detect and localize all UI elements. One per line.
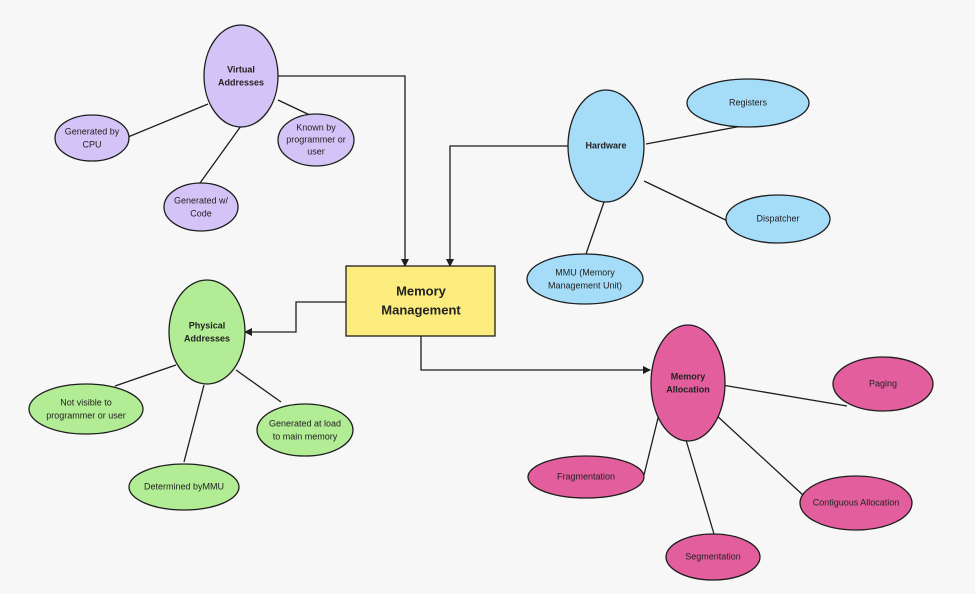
known-by-programmer-ellipse[interactable]: [277, 113, 355, 167]
determined-by-mmu-node[interactable]: Determined byMMU: [128, 463, 240, 511]
physical-addresses-title-line1: Physical: [189, 320, 226, 330]
generated-by-cpu-line2: CPU: [82, 139, 101, 149]
not-visible-line2: programmer or user: [46, 410, 126, 420]
generated-at-load-line2: to main memory: [273, 431, 338, 441]
connector-allocation-contiguous: [714, 413, 805, 497]
center-title-line1: Memory: [396, 283, 447, 298]
mmu-line2: Management Unit): [548, 280, 622, 290]
mmu-ellipse[interactable]: [526, 253, 644, 305]
connector-hardware-dispatcher: [643, 180, 735, 225]
generated-with-code-line1: Generated w/: [174, 195, 229, 205]
connector-hardware-registers: [645, 125, 743, 145]
contiguous-allocation-ellipse[interactable]: [799, 475, 913, 531]
not-visible-line1: Not visible to: [60, 397, 112, 407]
connector-physical-load: [235, 369, 282, 403]
segmentation-label: Segmentation: [685, 551, 741, 561]
generated-by-cpu-ellipse[interactable]: [54, 114, 130, 162]
fragmentation-ellipse[interactable]: [527, 455, 645, 499]
connector-virtual-code: [199, 125, 242, 184]
memory-allocation-ellipse[interactable]: [650, 324, 726, 442]
connector-virtual-cpu: [127, 103, 209, 138]
dispatcher-node[interactable]: Dispatcher: [725, 194, 831, 244]
memory-allocation-node[interactable]: Memory Allocation: [650, 324, 726, 442]
determined-by-mmu-label: Determined byMMU: [144, 481, 224, 491]
fragmentation-label: Fragmentation: [557, 471, 615, 481]
generated-with-code-ellipse[interactable]: [163, 182, 239, 232]
virtual-addresses-title-line2: Addresses: [218, 77, 264, 87]
virtual-addresses-node[interactable]: Virtual Addresses: [203, 24, 279, 128]
connector-allocation-segmentation: [685, 439, 715, 535]
connector-hardware-mmu: [585, 201, 605, 255]
generated-at-load-line1: Generated at load: [269, 418, 341, 428]
generated-at-load-ellipse[interactable]: [256, 403, 354, 457]
virtual-addresses-title-line1: Virtual: [227, 64, 255, 74]
hardware-ellipse[interactable]: [567, 89, 645, 203]
connector-physical-notvisible: [114, 364, 177, 387]
determined-by-mmu-ellipse[interactable]: [128, 463, 240, 511]
physical-addresses-node[interactable]: Physical Addresses: [168, 279, 246, 385]
registers-label: Registers: [729, 97, 768, 107]
not-visible-node[interactable]: Not visible to programmer or user: [28, 383, 144, 435]
registers-node[interactable]: Registers: [686, 78, 810, 128]
generated-with-code-line2: Code: [190, 208, 212, 218]
known-by-programmer-line1: Known by: [296, 122, 336, 132]
center-node[interactable]: Memory Management: [345, 265, 496, 337]
known-by-programmer-line3: user: [307, 146, 325, 156]
memory-allocation-group: Memory Allocation Paging Fragmentation C…: [527, 324, 934, 581]
known-by-programmer-line2: programmer or: [286, 134, 346, 144]
not-visible-ellipse[interactable]: [28, 383, 144, 435]
mmu-node[interactable]: MMU (Memory Management Unit): [526, 253, 644, 305]
connector-center-to-physical: [244, 301, 346, 336]
hardware-title: Hardware: [585, 140, 626, 150]
fragmentation-node[interactable]: Fragmentation: [527, 455, 645, 499]
paging-node[interactable]: Paging: [832, 356, 934, 412]
known-by-programmer-node[interactable]: Known by programmer or user: [277, 113, 355, 167]
physical-addresses-ellipse[interactable]: [168, 279, 246, 385]
physical-addresses-group: Physical Addresses Not visible to progra…: [28, 279, 354, 511]
dispatcher-label: Dispatcher: [756, 213, 799, 223]
center-title-line2: Management: [381, 302, 461, 317]
registers-ellipse[interactable]: [686, 78, 810, 128]
hardware-group: Hardware Registers Dispatcher MMU (Memor…: [526, 78, 831, 305]
physical-addresses-title-line2: Addresses: [184, 333, 230, 343]
connector-allocation-fragmentation: [643, 409, 661, 476]
hardware-node[interactable]: Hardware: [567, 89, 645, 203]
connector-center-to-hardware: [446, 145, 568, 267]
connectors: [114, 75, 848, 535]
virtual-addresses-group: Virtual Addresses Generated by CPU Known…: [54, 24, 355, 232]
generated-by-cpu-node[interactable]: Generated by CPU: [54, 114, 130, 162]
paging-ellipse[interactable]: [832, 356, 934, 412]
generated-by-cpu-line1: Generated by: [65, 126, 120, 136]
connector-virtual-to-center: [278, 75, 409, 267]
virtual-addresses-ellipse[interactable]: [203, 24, 279, 128]
connector-allocation-paging: [721, 384, 848, 407]
center-box[interactable]: [345, 265, 496, 337]
contiguous-allocation-node[interactable]: Contiguous Allocation: [799, 475, 913, 531]
segmentation-ellipse[interactable]: [665, 533, 761, 581]
memory-allocation-title-line1: Memory: [671, 371, 706, 381]
generated-at-load-node[interactable]: Generated at load to main memory: [256, 403, 354, 457]
connector-physical-mmu: [183, 384, 205, 463]
memory-allocation-title-line2: Allocation: [666, 384, 710, 394]
generated-with-code-node[interactable]: Generated w/ Code: [163, 182, 239, 232]
segmentation-node[interactable]: Segmentation: [665, 533, 761, 581]
mmu-line1: MMU (Memory: [555, 267, 615, 277]
contiguous-allocation-label: Contiguous Allocation: [813, 497, 900, 507]
paging-label: Paging: [869, 378, 897, 388]
dispatcher-ellipse[interactable]: [725, 194, 831, 244]
connector-center-to-allocation: [420, 336, 651, 374]
